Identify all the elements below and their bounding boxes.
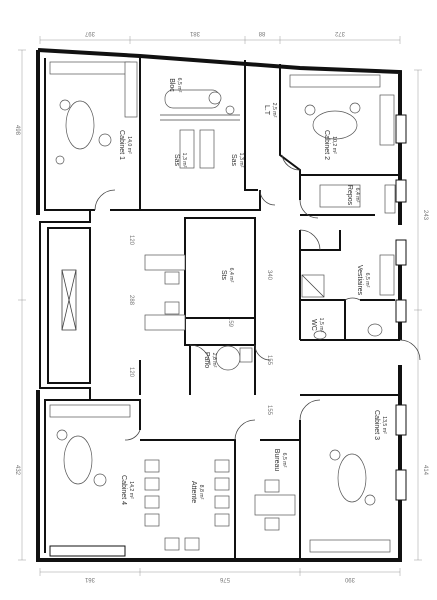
room-area-cabinet-1: 14,0 m² [126, 136, 132, 154]
dim-bottom-3: 390 [344, 576, 355, 582]
sts-furniture [144, 254, 186, 331]
room-label-sas-2: Sas [230, 154, 237, 167]
dim-left-2: 432 [14, 465, 20, 476]
attente-chairs [144, 459, 230, 551]
room-area-bloc: 6,5 m² [176, 78, 182, 93]
room-area-vestiaires: 6,5 m² [364, 273, 370, 288]
dental-chair-icon [65, 100, 95, 150]
room-area-cabinet-3: 13,5 m² [381, 416, 387, 434]
room-label-cabinet-1: Cabinet 1 [118, 130, 125, 160]
exterior-walls [36, 48, 402, 562]
room-area-attente: 8,8 m² [198, 485, 204, 500]
xray-unit-icon [215, 345, 241, 371]
room-label-wc: WC [310, 319, 317, 331]
windows [49, 114, 407, 557]
sink-icon [367, 323, 383, 337]
dim-interior-5: 159 [227, 317, 233, 328]
room-label-sts: Sts [220, 270, 227, 281]
door-swings [94, 154, 421, 441]
dental-chair-icon-2 [312, 110, 358, 140]
dim-right-1: 243 [422, 210, 428, 221]
vestiaires-furniture [301, 254, 395, 340]
dental-chair-icon-4 [63, 435, 93, 485]
room-labels: Cabinet 1 14,0 m² Bloc 6,5 m² Sas 1,3 m²… [118, 78, 387, 505]
dim-top-3: 88 [258, 30, 265, 36]
room-area-bureau: 6,5 m² [281, 453, 287, 468]
dim-interior-4: 340 [266, 270, 272, 281]
room-area-sts: 6,4 m² [228, 268, 234, 283]
dim-top-1: 397 [84, 30, 95, 36]
dim-bottom-2: 576 [219, 576, 230, 582]
dim-right-2: 414 [422, 465, 428, 476]
room-label-cabinet-4: Cabinet 4 [120, 475, 127, 505]
bureau-furniture [254, 479, 296, 531]
pano-furniture [215, 345, 253, 371]
dim-interior-1: 120 [128, 235, 134, 246]
dim-interior-2: 288 [128, 295, 134, 306]
sas-furniture [179, 129, 215, 169]
room-label-attente: Attente [190, 481, 197, 503]
room-label-cabinet-2: Cabinet 2 [323, 130, 330, 160]
cabinet-1-furniture [49, 61, 138, 165]
room-label-bureau: Bureau [273, 449, 280, 472]
room-area-sas-2: 1,3 m² [238, 153, 244, 168]
cabinet-4-furniture [49, 404, 131, 487]
cabinet-3-furniture [309, 449, 391, 553]
corridor-rails [160, 114, 240, 121]
cabinet-2-furniture [289, 74, 395, 146]
repos-furniture [319, 184, 396, 214]
dim-interior-3: 120 [128, 367, 134, 378]
light-well [47, 227, 91, 384]
room-area-wc: 1,5 m² [318, 318, 324, 333]
dimension-lines [18, 36, 422, 576]
room-label-cabinet-3: Cabinet 3 [373, 410, 380, 440]
dim-top-4: 372 [334, 30, 345, 36]
dim-interior-7: 155 [266, 405, 272, 416]
room-label-pano: Pano [203, 352, 210, 368]
room-area-cabinet-2: 10,2 m² [331, 136, 337, 154]
room-area-repos: 6,4 m² [354, 188, 360, 203]
room-area-pano: 2,8 m² [211, 353, 217, 368]
room-area-lt: 2,5 m² [271, 103, 277, 118]
room-area-cabinet-4: 14,2 m² [128, 481, 134, 499]
room-area-sas-1: 1,3 m² [181, 153, 187, 168]
room-label-sas-1: Sas [173, 154, 180, 167]
room-label-bloc: Bloc [168, 78, 175, 92]
room-label-repos: Repos [346, 185, 353, 206]
toilet-icon [313, 330, 327, 340]
room-label-lt: L.T [263, 105, 270, 116]
dim-left-1: 498 [14, 125, 20, 136]
dim-bottom-1: 361 [84, 576, 95, 582]
dental-chair-icon-3 [337, 453, 367, 503]
dim-top-2: 381 [189, 30, 200, 36]
bloc-furniture [164, 89, 235, 115]
room-label-vestiaires: Vestiaires [356, 265, 363, 296]
